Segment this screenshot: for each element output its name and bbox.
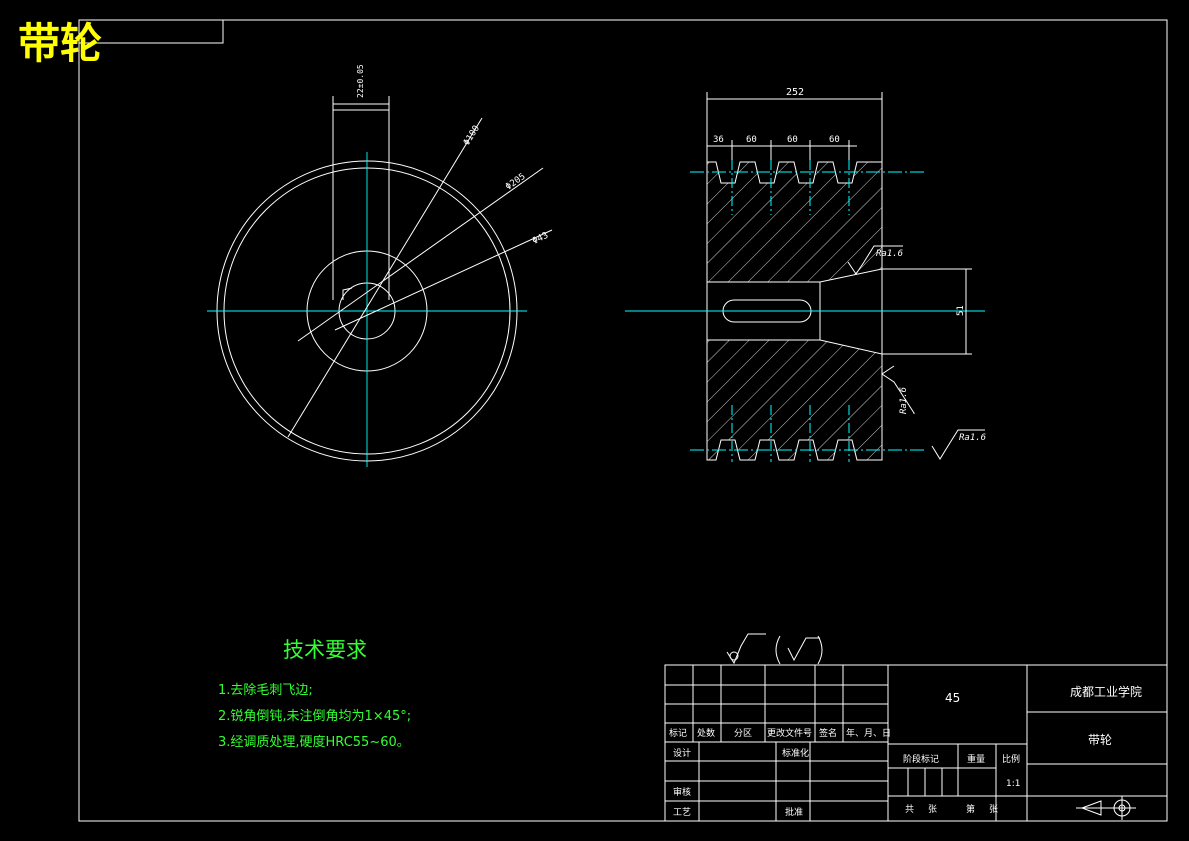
roughness-label-1: Ra1.6	[876, 249, 903, 259]
title-tag-box	[78, 19, 224, 44]
overall-width-dim: 252	[786, 87, 804, 98]
tb-header-signature: 签名	[819, 727, 837, 739]
drawing-frame	[78, 19, 1168, 822]
groove-dim-3: 60	[787, 135, 798, 145]
groove-dim-4: 60	[829, 135, 840, 145]
tb-scale-label: 比例	[1002, 753, 1020, 765]
front-view: 22±0.05 Φ100 Φ205 Φ43	[207, 64, 553, 467]
tb-header-count: 处数	[697, 727, 715, 739]
leader-dia-pitch	[297, 167, 544, 342]
tb-part-name: 带轮	[1088, 733, 1112, 747]
upper-section-hatch	[706, 161, 883, 283]
roughness-symbol	[881, 365, 915, 414]
roughness-symbol	[931, 429, 985, 460]
tech-requirement-1: 1.去除毛刺飞边;	[218, 683, 313, 698]
tb-stage-mark: 阶段标记	[903, 753, 939, 765]
tb-header-mark: 标记	[669, 727, 687, 739]
leader-dia-outer	[287, 117, 483, 438]
tb-header-zone: 分区	[734, 728, 752, 739]
tb-sheets-unit1: 张	[928, 804, 937, 815]
tb-scale-value: 1:1	[1006, 779, 1020, 789]
tb-header-change-doc: 更改文件号	[767, 727, 812, 739]
tb-standard: 标准化	[782, 747, 809, 759]
tb-material: 45	[945, 691, 960, 705]
roughness-label-2: Ra1.6	[899, 387, 909, 414]
tb-school: 成都工业学院	[1070, 684, 1142, 699]
tech-requirements-heading: 技术要求	[283, 638, 367, 662]
dia-pitch-label: Φ205	[504, 172, 528, 193]
leader-dia-bore	[334, 229, 553, 331]
tb-design: 设计	[673, 747, 691, 759]
tb-sheet-no: 第	[966, 803, 975, 815]
keyseat-notch	[342, 287, 353, 300]
lower-section-hatch	[706, 339, 883, 461]
section-view: 252 36 60 60 60 51 Ra1.6 Ra1.6 Ra1.6	[625, 87, 986, 462]
tb-sheets-unit2: 张	[989, 804, 998, 815]
keyway-width-dim: 22±0.05	[356, 64, 365, 98]
projection-symbol	[1076, 796, 1136, 820]
dia-outer-label: Φ100	[462, 124, 482, 148]
roughness-label-3: Ra1.6	[959, 433, 986, 443]
drawing-title: 带轮	[18, 19, 102, 68]
tech-requirement-2: 2.锐角倒钝,未注倒角均为1×45°;	[218, 709, 411, 724]
tb-header-date: 年、月、日	[846, 727, 891, 739]
tech-requirement-3: 3.经调质处理,硬度HRC55~60。	[218, 734, 410, 750]
roughness-symbol	[847, 245, 903, 275]
bore-height-dim: 51	[956, 305, 966, 316]
tb-sheets-total: 共	[905, 804, 914, 815]
dia-bore-label: Φ43	[531, 231, 550, 247]
keyway-outline	[332, 109, 390, 300]
tb-process: 工艺	[673, 807, 691, 818]
title-block	[664, 664, 1168, 822]
groove-dim-1: 36	[713, 135, 724, 145]
groove-dim-2: 60	[746, 135, 757, 145]
general-roughness-symbol	[726, 633, 823, 665]
tb-review: 审核	[673, 786, 691, 798]
tb-approve: 批准	[785, 806, 803, 818]
tb-weight: 重量	[967, 753, 985, 765]
